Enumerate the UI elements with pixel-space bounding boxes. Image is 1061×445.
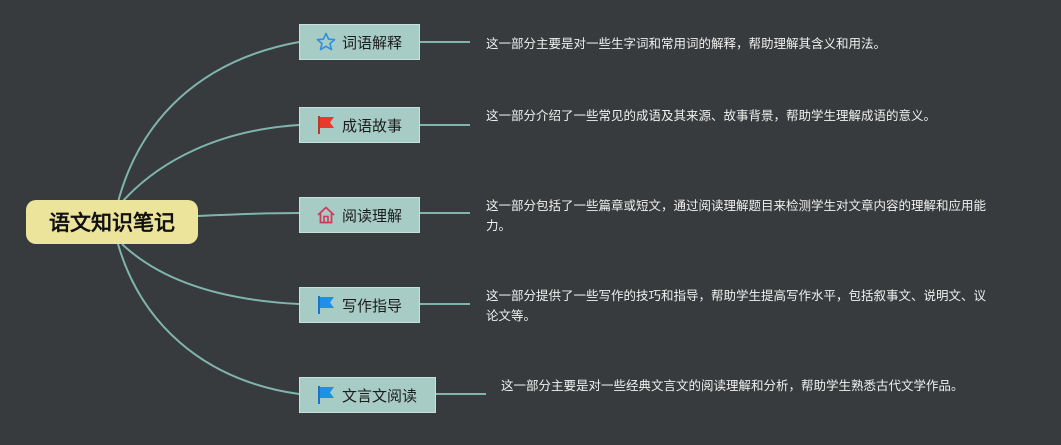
branch-topic-reading[interactable]: 阅读理解 (299, 197, 420, 233)
red-flag-icon (318, 116, 334, 134)
star-icon (316, 32, 336, 51)
branch-label: 文言文阅读 (342, 386, 418, 405)
branch-label: 词语解释 (342, 33, 403, 52)
branch-topic-idioms[interactable]: 成语故事 (299, 107, 420, 143)
note-idioms: 这一部分介绍了一些常见的成语及其来源、故事背景，帮助学生理解成语的意义。 (486, 108, 937, 123)
blue-flag-icon (318, 386, 334, 404)
note-reading: 这一部分包括了一些篇章或短文，通过阅读理解题目来检测学生对文章内容的理解和应用能… (486, 198, 987, 233)
connector-root-branch-1 (117, 41, 300, 203)
branch-label: 成语故事 (342, 116, 403, 135)
root-topic[interactable]: 语文知识笔记 (26, 200, 198, 244)
root-topic-title: 语文知识笔记 (49, 211, 175, 235)
blue-flag-icon (318, 296, 334, 314)
connector-root-branch-3 (197, 212, 300, 217)
connector-root-branch-5 (117, 243, 300, 395)
connector-root-branch-2 (121, 124, 300, 203)
branch-label: 写作指导 (342, 296, 403, 315)
branch-label: 阅读理解 (342, 206, 403, 225)
house-icon (317, 206, 335, 224)
branch-topic-classical[interactable]: 文言文阅读 (299, 377, 436, 413)
note-writing: 这一部分提供了一些写作的技巧和指导，帮助学生提高写作水平，包括叙事文、说明文、议… (486, 288, 987, 323)
connector-root-branch-4 (121, 243, 300, 305)
note-classical: 这一部分主要是对一些经典文言文的阅读理解和分析，帮助学生熟悉古代文学作品。 (501, 378, 964, 393)
branch-topic-words[interactable]: 词语解释 (299, 24, 420, 60)
note-words: 这一部分主要是对一些生字词和常用词的解释，帮助理解其含义和用法。 (486, 36, 887, 51)
branch-topic-writing[interactable]: 写作指导 (299, 287, 420, 323)
